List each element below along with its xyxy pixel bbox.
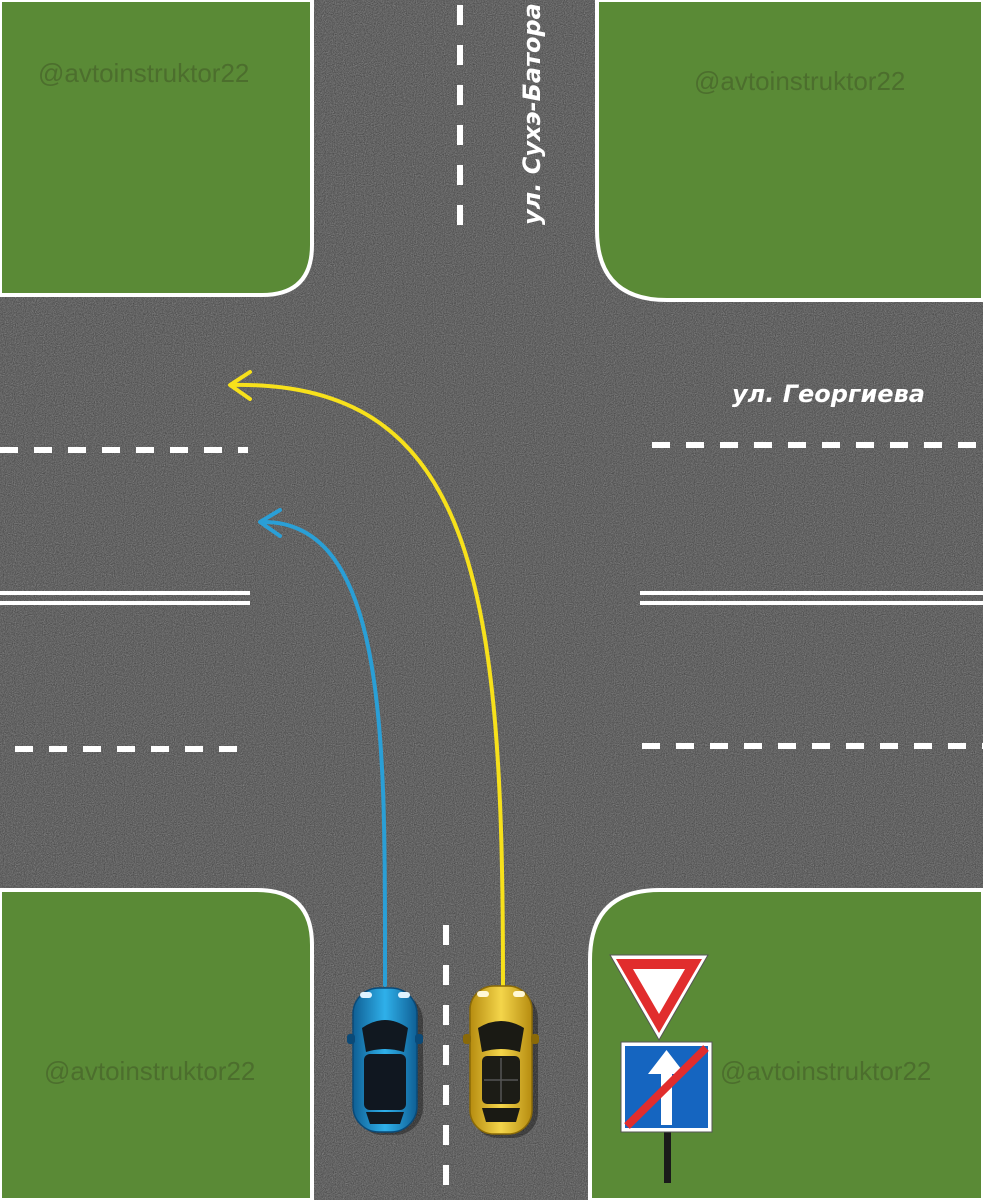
blue-car-headlight-left bbox=[360, 992, 372, 998]
yellow-car-headlight-left bbox=[477, 991, 489, 997]
street-label-horizontal: ул. Георгиева bbox=[732, 380, 925, 408]
watermark-top-right: @avtoinstruktor22 bbox=[694, 66, 905, 96]
yellow-car bbox=[463, 985, 539, 1138]
road-markings bbox=[0, 5, 983, 1195]
grass-top-left bbox=[0, 0, 314, 297]
blue-car-roof bbox=[364, 1054, 406, 1110]
blue-car bbox=[347, 987, 423, 1135]
trajectories bbox=[228, 370, 505, 987]
blue-car-headlight-right bbox=[398, 992, 410, 998]
one-way-arrow-head-icon bbox=[648, 1050, 685, 1074]
watermark-bottom-right: @avtoinstruktor22 bbox=[720, 1056, 931, 1086]
give-way-inner bbox=[633, 969, 685, 1014]
street-label-vertical: ул. Сухэ-Батора bbox=[518, 3, 546, 225]
yellow-arrowhead-icon bbox=[228, 370, 252, 401]
give-way-sign bbox=[609, 954, 709, 1042]
blue-path bbox=[260, 519, 388, 987]
grass-bottom-left bbox=[0, 888, 314, 1200]
road-signs bbox=[609, 954, 713, 1183]
blue-car-mirror-left bbox=[347, 1034, 355, 1044]
one-way-arrow-shaft bbox=[661, 1070, 672, 1125]
blue-car-windshield bbox=[362, 1020, 408, 1052]
sign-pole bbox=[664, 1128, 671, 1183]
yellow-car-mirror-left bbox=[463, 1034, 471, 1044]
yellow-car-windshield bbox=[478, 1021, 524, 1052]
watermark-top-left: @avtoinstruktor22 bbox=[38, 58, 249, 88]
watermark-bottom-left: @avtoinstruktor22 bbox=[44, 1056, 255, 1086]
grass-top-right bbox=[595, 0, 983, 302]
one-way-red-stripe bbox=[624, 1045, 709, 1129]
blue-car-rear-window bbox=[366, 1112, 404, 1124]
blue-car-mirror-right bbox=[415, 1034, 423, 1044]
yellow-car-rear-window bbox=[482, 1108, 520, 1122]
yellow-path bbox=[230, 382, 505, 987]
blue-arrowhead-icon bbox=[258, 508, 282, 538]
yellow-car-headlight-right bbox=[513, 991, 525, 997]
end-of-one-way-road-sign bbox=[620, 1041, 713, 1133]
yellow-car-mirror-right bbox=[531, 1034, 539, 1044]
